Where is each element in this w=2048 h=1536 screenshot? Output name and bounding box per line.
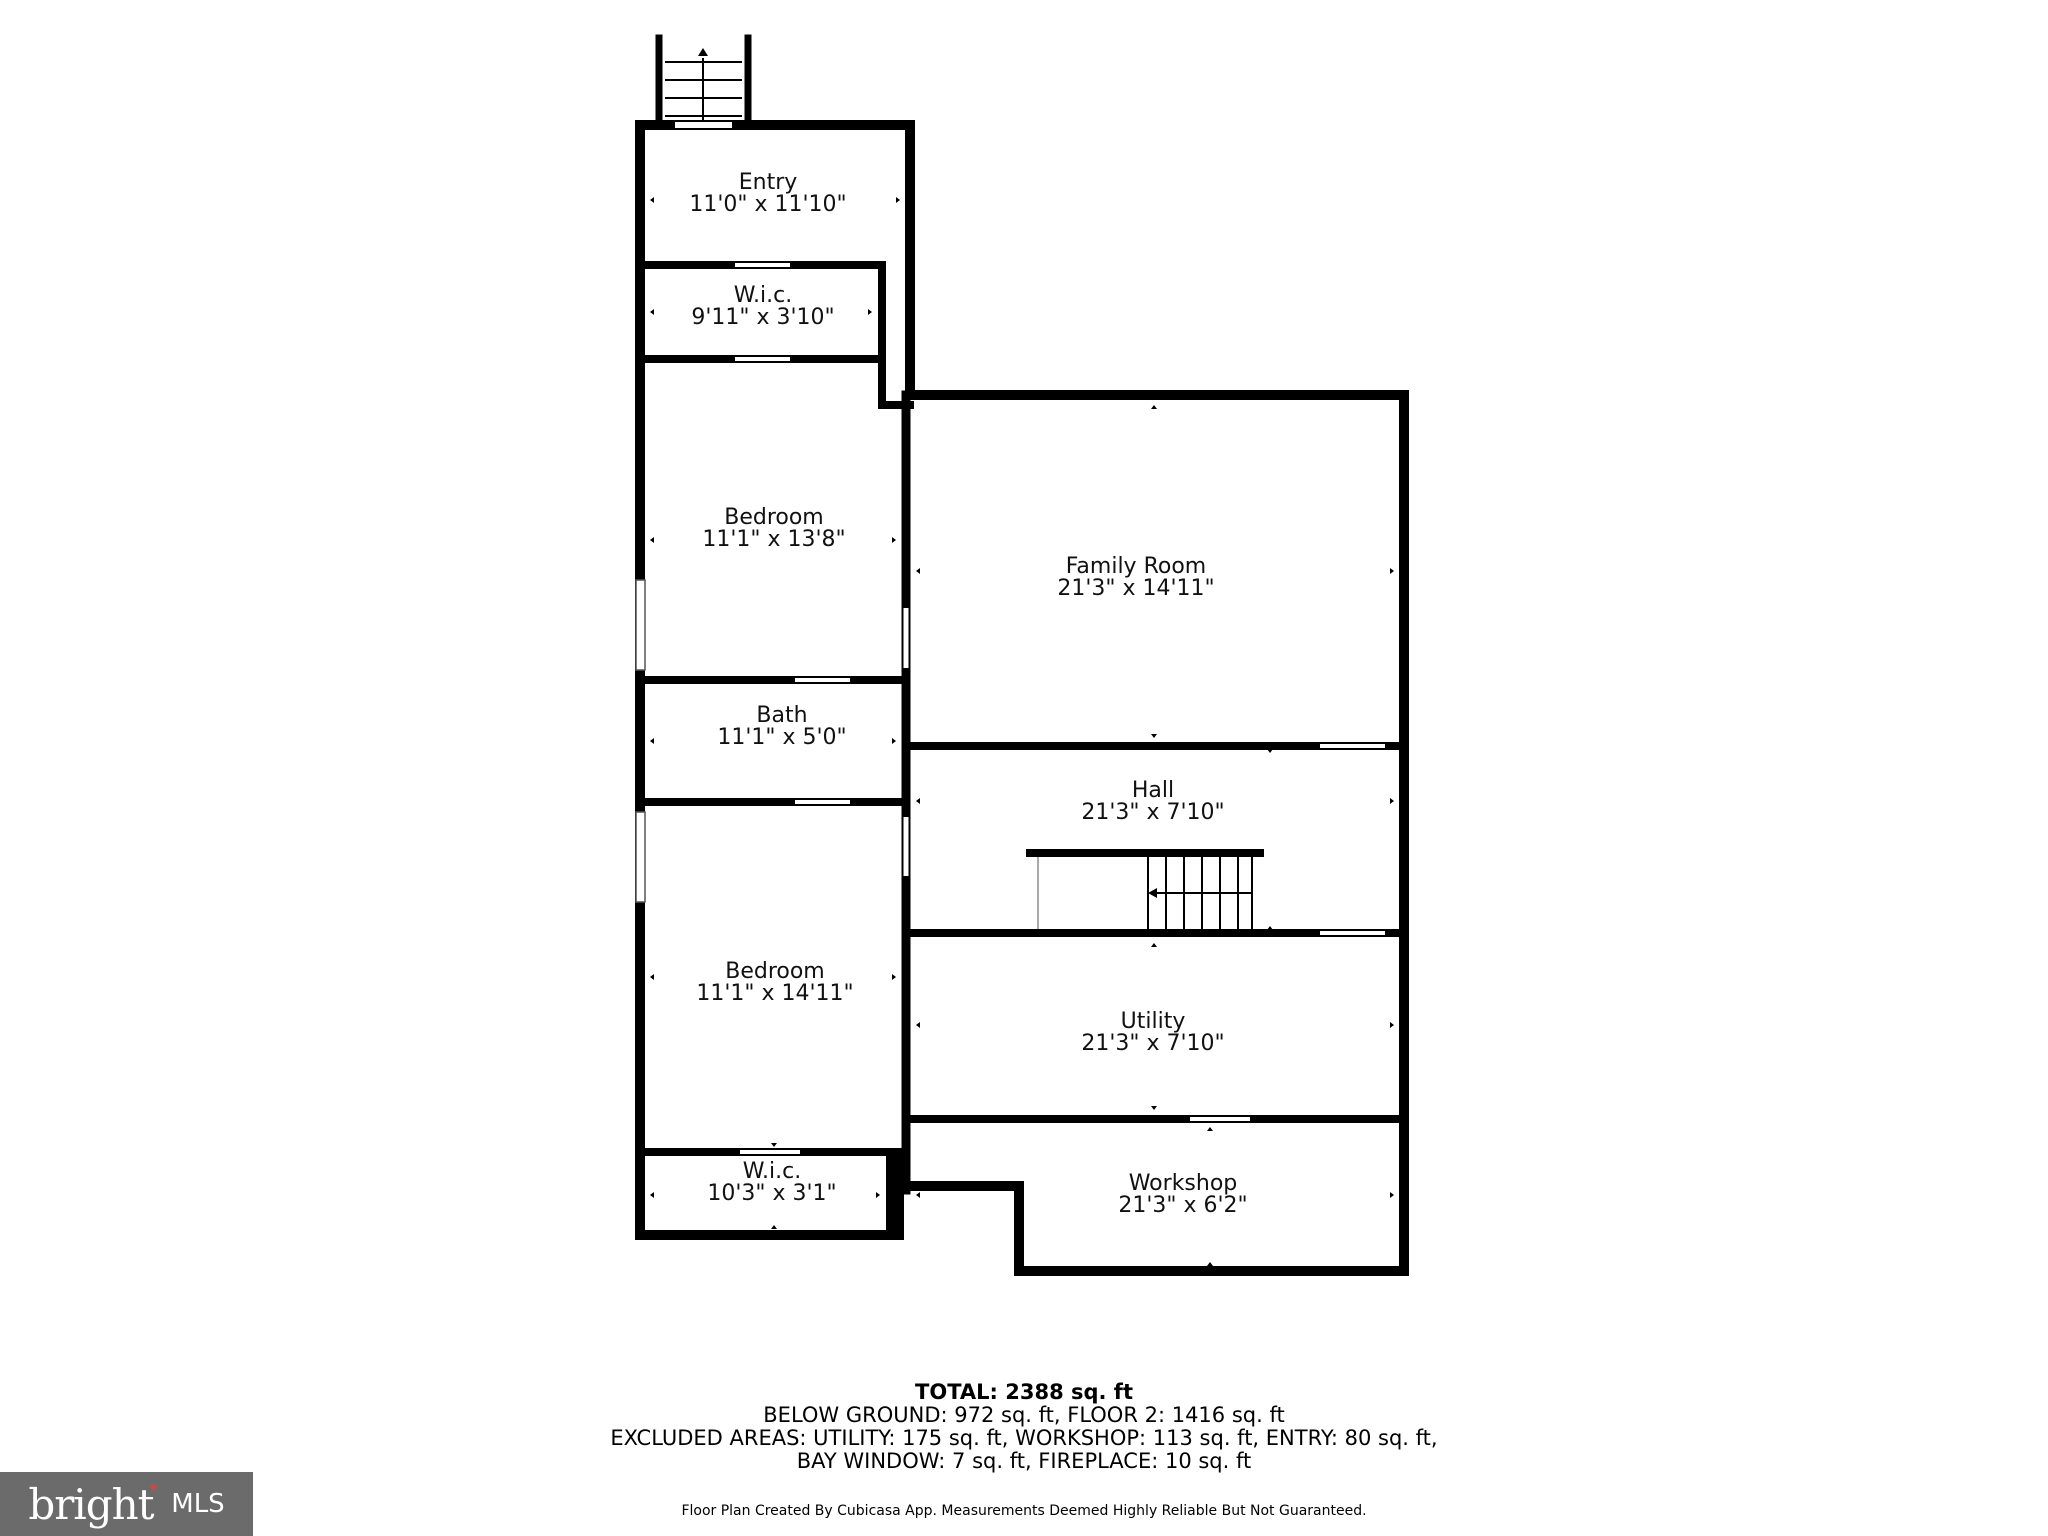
room-name: Bedroom [724, 505, 824, 530]
room-dimensions: 21'3" x 7'10" [1081, 1031, 1224, 1056]
excluded-areas: EXCLUDED AREAS: UTILITY: 175 sq. ft, WOR… [610, 1426, 1438, 1450]
room-name: Entry [739, 170, 798, 195]
disclaimer: Floor Plan Created By Cubicasa App. Meas… [681, 1503, 1367, 1519]
room-utility: Utility 21'3" x 7'10" [1081, 1009, 1224, 1056]
room-name: Family Room [1066, 554, 1206, 579]
measurement-ticks [650, 197, 1394, 1266]
room-name: Hall [1132, 778, 1174, 803]
room-name: Utility [1121, 1009, 1186, 1034]
room-family-room: Family Room 21'3" x 14'11" [1057, 554, 1214, 601]
room-entry: Entry 11'0" x 11'10" [689, 170, 846, 217]
interior-walls [636, 261, 1408, 1239]
room-bath: Bath 11'1" x 5'0" [717, 703, 846, 750]
room-dimensions: 9'11" x 3'10" [691, 305, 834, 330]
room-name: Workshop [1129, 1171, 1238, 1196]
room-wic-bottom: W.i.c. 10'3" x 3'1" [707, 1159, 836, 1206]
room-dimensions: 21'3" x 14'11" [1057, 576, 1214, 601]
area-summary: TOTAL: 2388 sq. ft BELOW GROUND: 972 sq.… [0, 1381, 2048, 1473]
room-name: Bath [756, 703, 807, 728]
room-dimensions: 21'3" x 7'10" [1081, 800, 1224, 825]
exterior-stairs [655, 34, 752, 129]
room-dimensions: 11'0" x 11'10" [689, 192, 846, 217]
room-hall: Hall 21'3" x 7'10" [1081, 778, 1224, 825]
room-dimensions: 11'1" x 5'0" [717, 725, 846, 750]
room-bedroom-2: Bedroom 11'1" x 14'11" [696, 959, 853, 1006]
room-dimensions: 21'3" x 6'2" [1118, 1193, 1247, 1218]
exterior-walls [635, 120, 1409, 1276]
room-name: W.i.c. [743, 1159, 801, 1184]
room-dimensions: 11'1" x 14'11" [696, 981, 853, 1006]
interior-stairs [1026, 849, 1264, 929]
logo-brand: bright [28, 1479, 154, 1529]
area-breakdown: BELOW GROUND: 972 sq. ft, FLOOR 2: 1416 … [763, 1403, 1285, 1427]
room-name: W.i.c. [734, 283, 792, 308]
logo-suffix: MLS [171, 1489, 225, 1519]
room-workshop: Workshop 21'3" x 6'2" [1118, 1171, 1247, 1218]
sparkle-icon: ✦ [147, 1480, 160, 1496]
room-dimensions: 11'1" x 13'8" [702, 527, 845, 552]
door-openings [675, 122, 1385, 1154]
room-name: Bedroom [725, 959, 825, 984]
window [635, 579, 646, 671]
bright-mls-logo: bright ✦ MLS [0, 1472, 253, 1536]
windows [635, 579, 646, 903]
room-bedroom-1: Bedroom 11'1" x 13'8" [702, 505, 845, 552]
room-dimensions: 10'3" x 3'1" [707, 1181, 836, 1206]
window [635, 811, 646, 903]
excluded-areas-continued: BAY WINDOW: 7 sq. ft, FIREPLACE: 10 sq. … [796, 1449, 1252, 1473]
total-area: TOTAL: 2388 sq. ft [915, 1380, 1133, 1404]
room-wic-top: W.i.c. 9'11" x 3'10" [691, 283, 834, 330]
